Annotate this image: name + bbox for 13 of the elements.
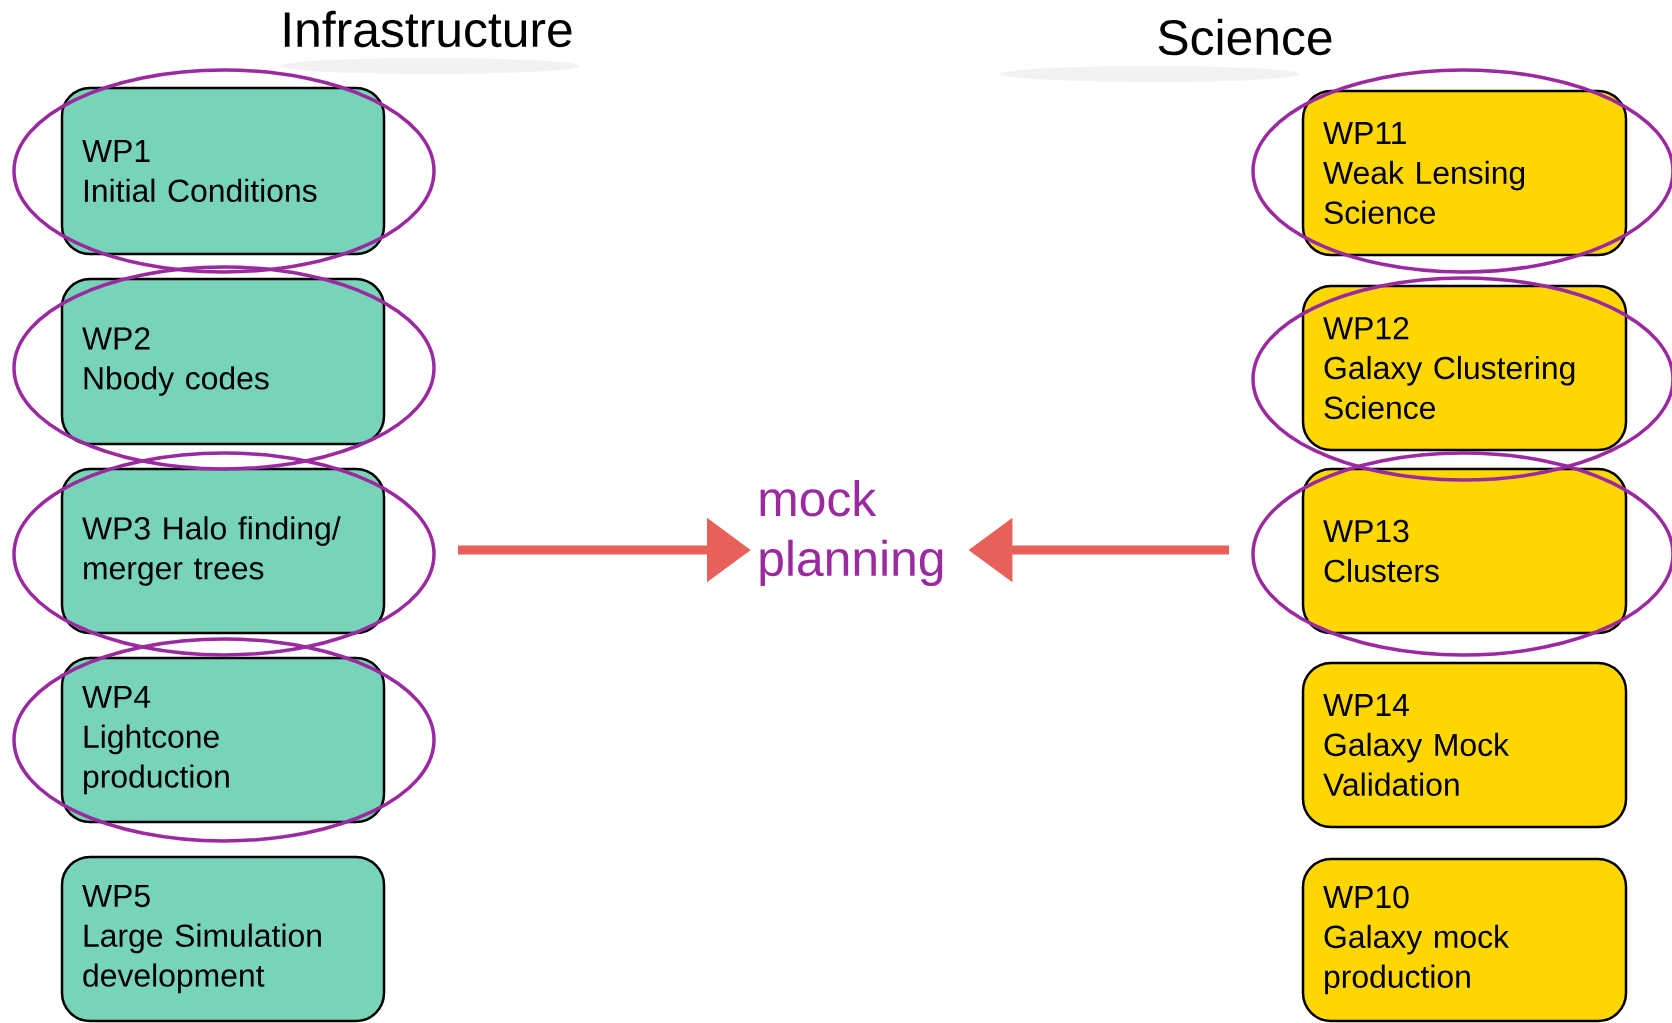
work-package-box: WP2 Nbody codes: [60, 277, 386, 446]
work-package-box: WP13 Clusters: [1301, 467, 1628, 635]
work-package-box: WP4 Lightcone production: [60, 656, 386, 824]
work-package-box: WP11 Weak Lensing Science: [1301, 89, 1628, 257]
work-package-box: WP10 Galaxy mock production: [1301, 857, 1628, 1023]
work-package-box: WP3 Halo finding/ merger trees: [60, 467, 386, 635]
work-package-box: WP12 Galaxy Clustering Science: [1301, 284, 1628, 452]
work-package-box: WP1 Initial Conditions: [60, 86, 386, 256]
work-package-box: WP14 Galaxy Mock Validation: [1301, 661, 1628, 829]
column-heading: Science: [1158, 18, 1332, 56]
column-heading: Infrastructure: [284, 10, 572, 48]
work-package-box: WP5 Large Simulation development: [60, 855, 386, 1023]
planning-text: mock planning: [760, 479, 943, 587]
